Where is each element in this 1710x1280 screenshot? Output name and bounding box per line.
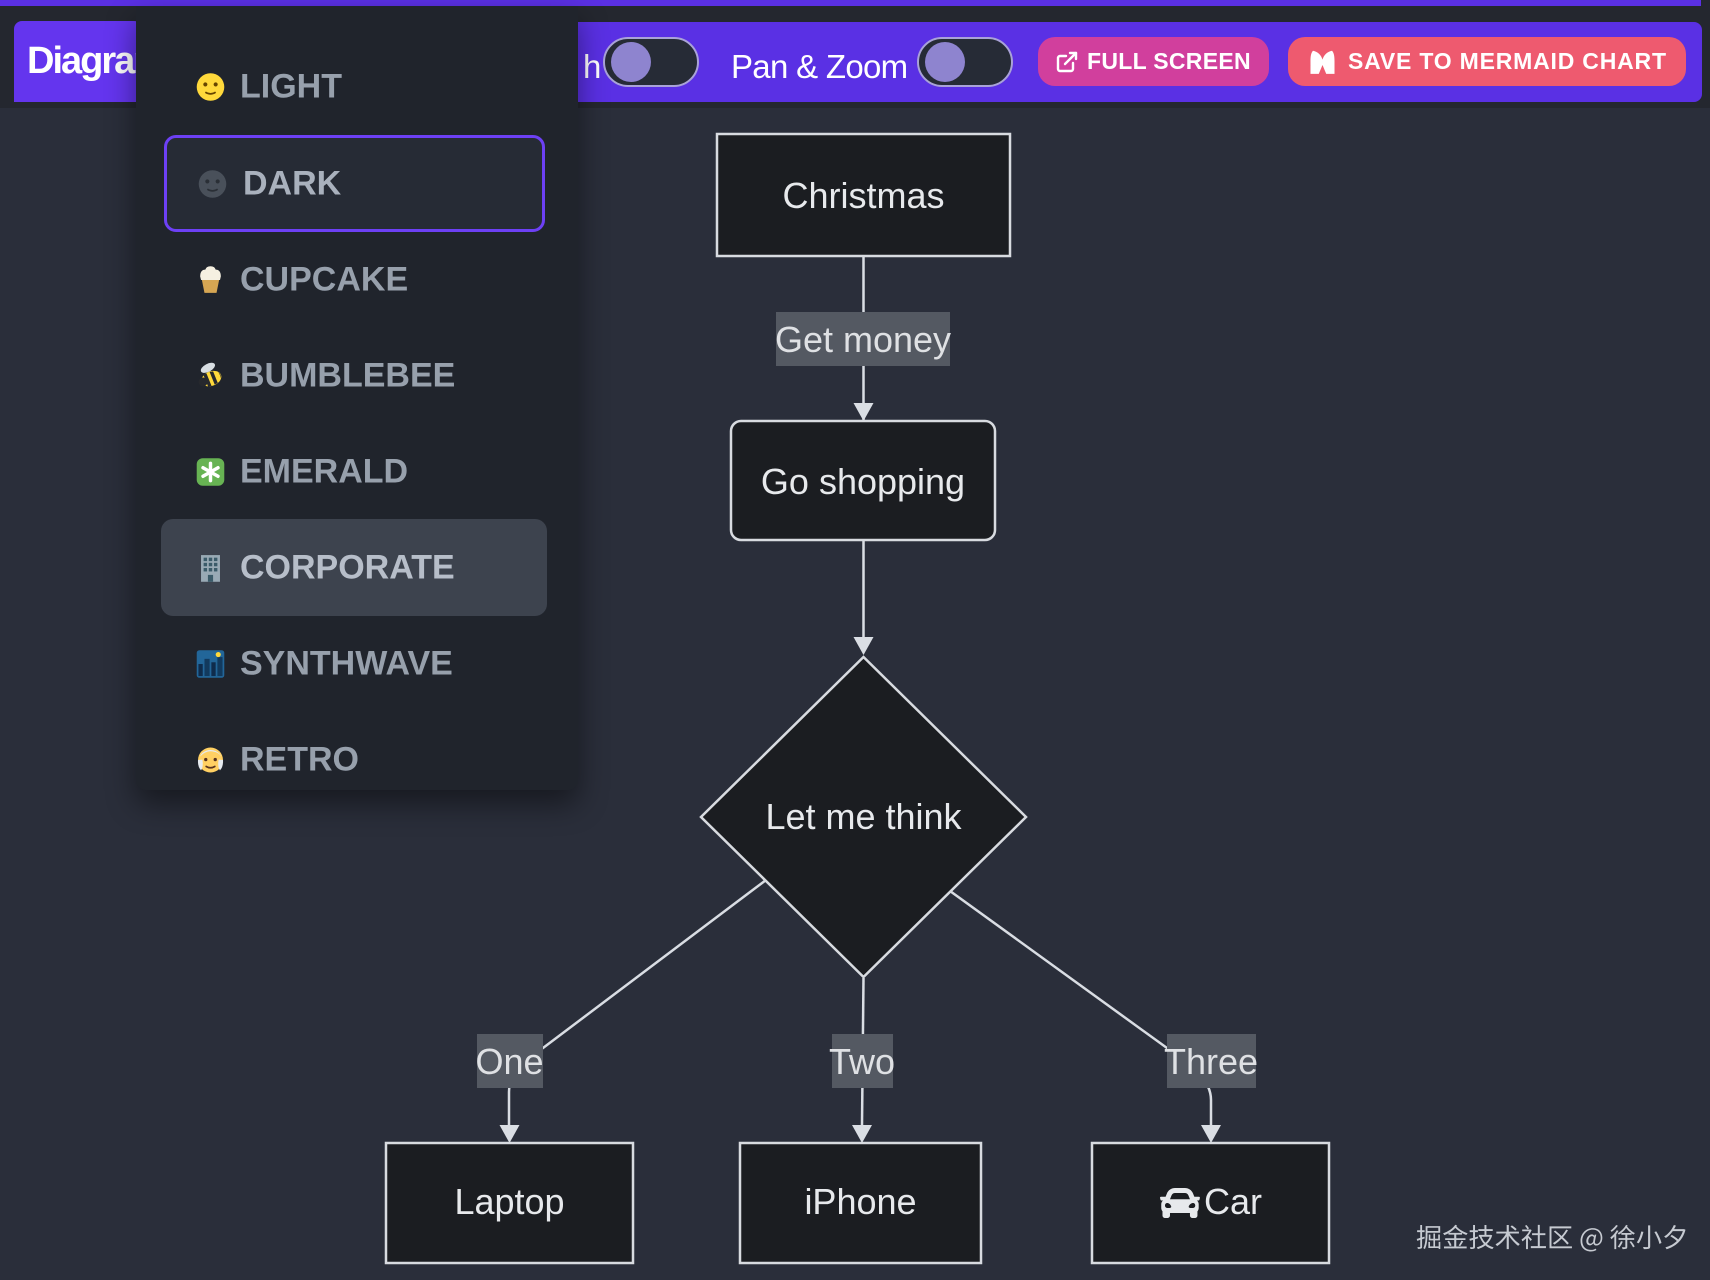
svg-text:Three: Three xyxy=(1164,1041,1258,1082)
svg-text:Christmas: Christmas xyxy=(782,175,944,216)
svg-text:Go shopping: Go shopping xyxy=(761,461,965,502)
svg-text:Get money: Get money xyxy=(775,319,951,360)
svg-text:Car: Car xyxy=(1204,1181,1262,1222)
svg-text:Two: Two xyxy=(829,1041,895,1082)
svg-text:iPhone: iPhone xyxy=(804,1181,916,1222)
svg-text:One: One xyxy=(475,1041,543,1082)
svg-text:Let me think: Let me think xyxy=(765,796,962,837)
svg-text:Laptop: Laptop xyxy=(454,1181,564,1222)
